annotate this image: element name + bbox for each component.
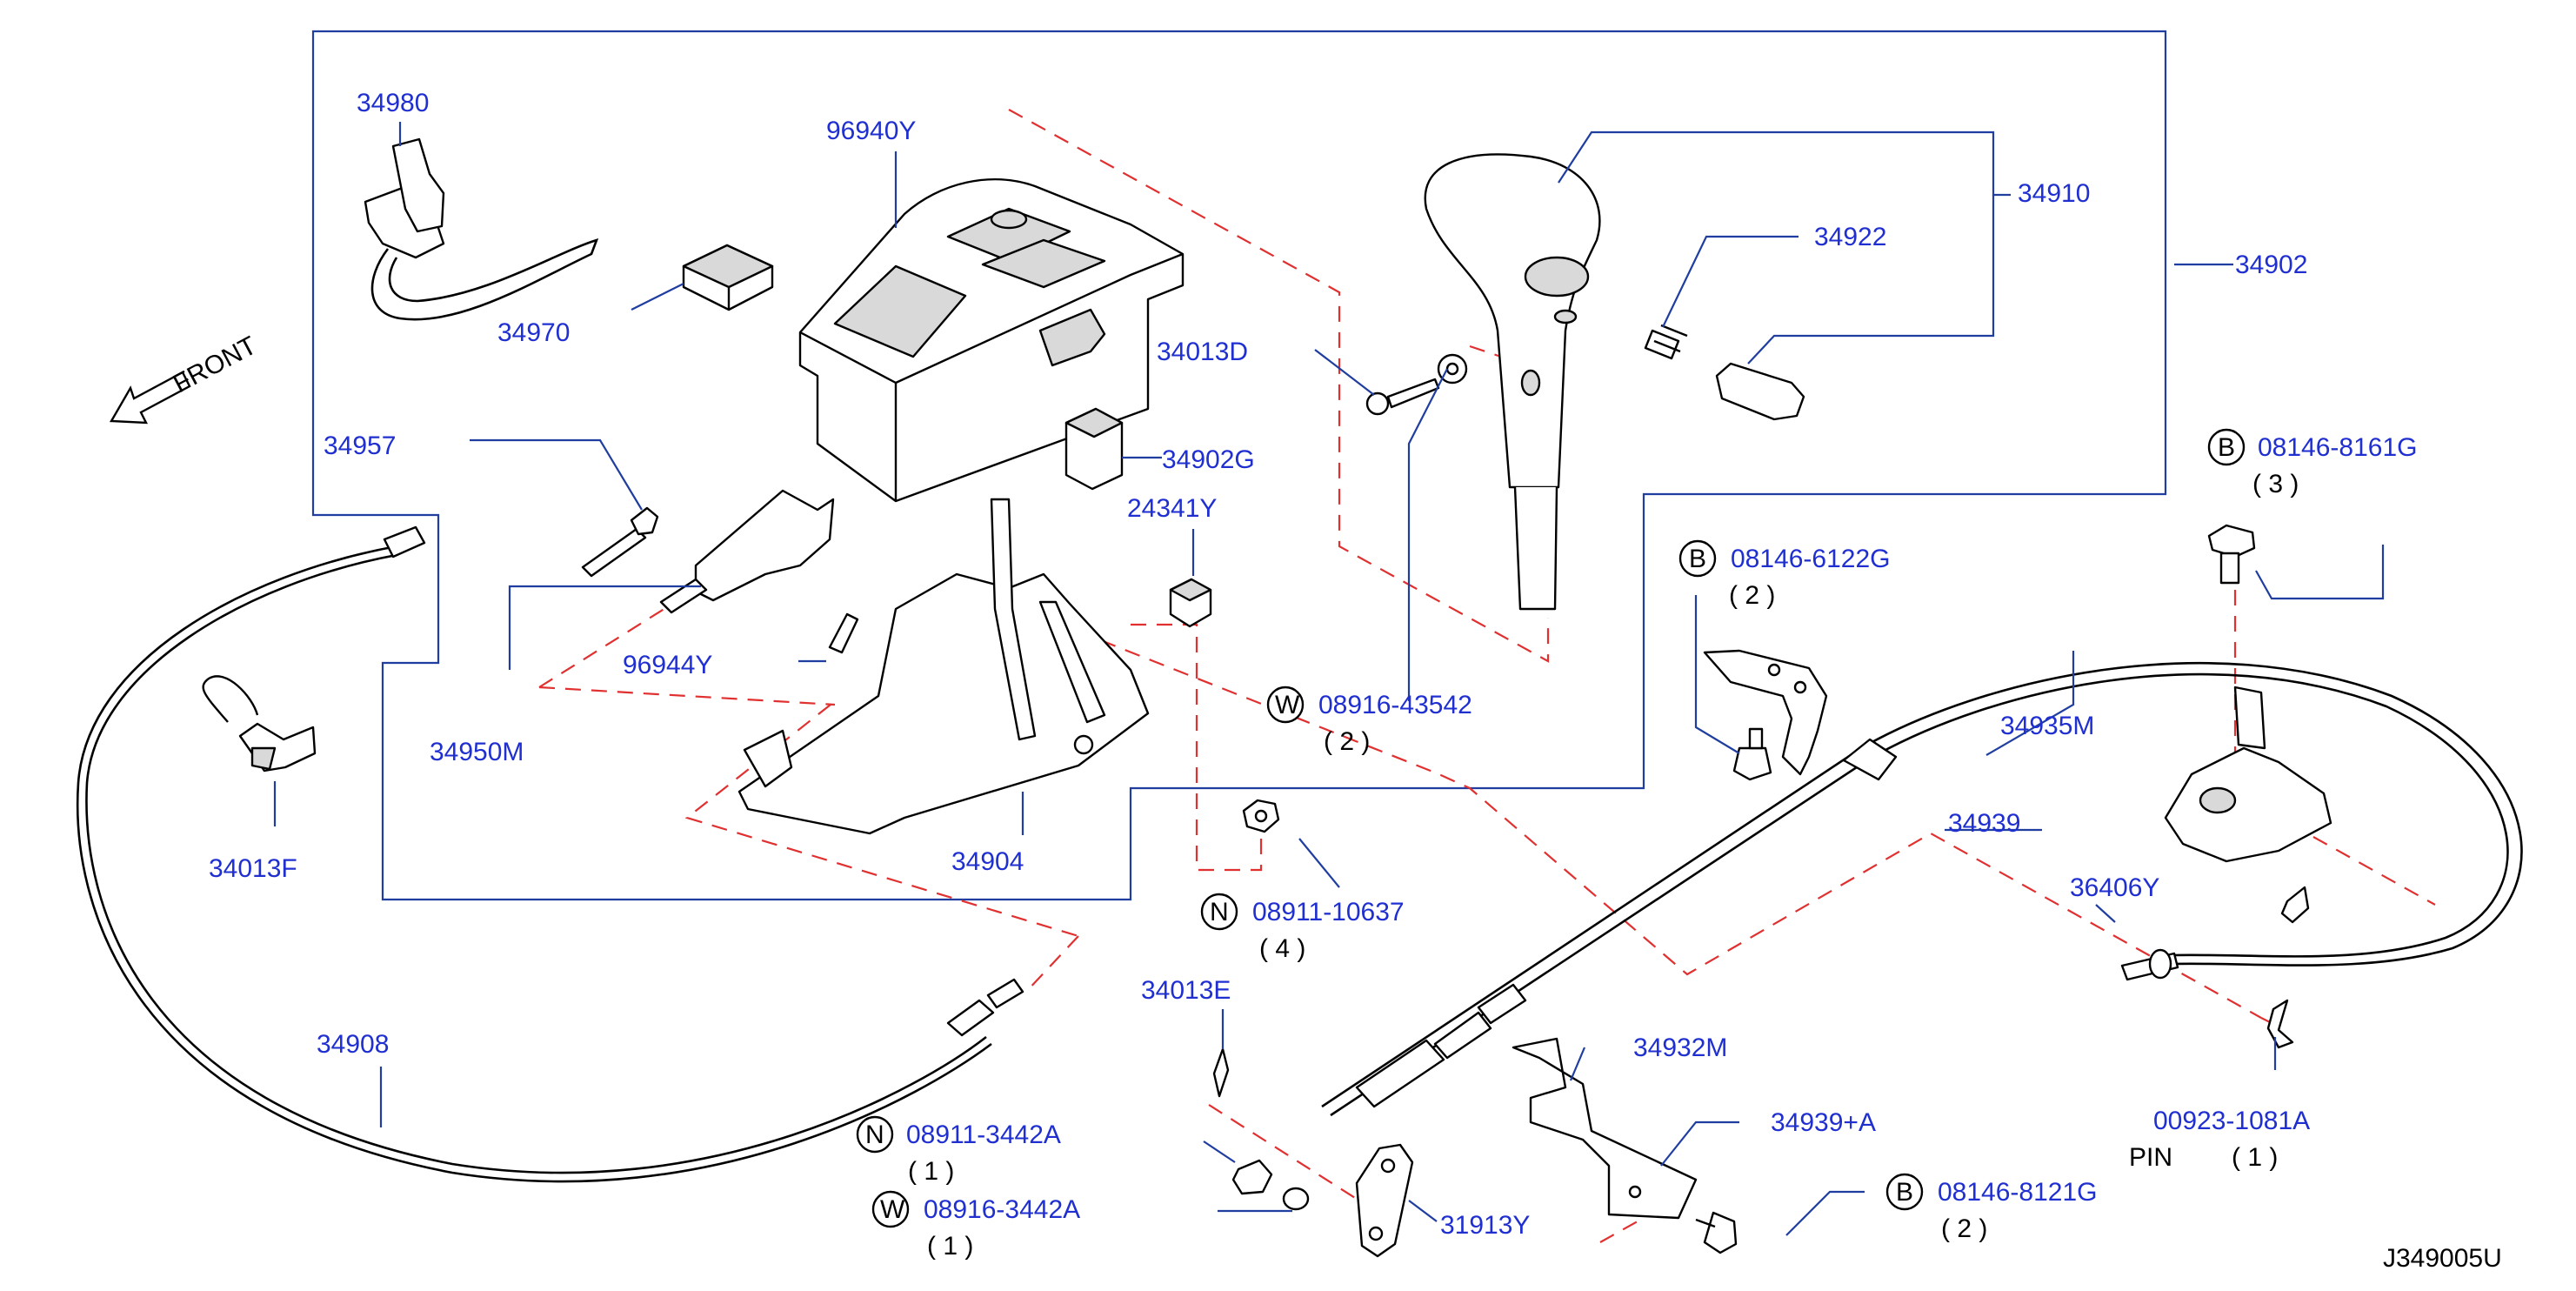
svg-text:PIN: PIN <box>2129 1143 2172 1172</box>
label-34935m: 34935M <box>2000 712 2094 740</box>
screw-34013d <box>1365 378 1440 416</box>
label-34939: 34939 <box>1948 809 2020 838</box>
svg-text:08911-10637: 08911-10637 <box>1252 898 1405 926</box>
switch-34980 <box>364 137 599 321</box>
svg-text:( 1 ): ( 1 ) <box>2232 1143 2278 1172</box>
leader-lines <box>273 122 2385 1236</box>
clamp-34013f <box>202 675 317 773</box>
svg-text:( 2 ): ( 2 ) <box>1324 727 1370 756</box>
label-34910: 34910 <box>2018 179 2090 208</box>
front-label: FRONT <box>169 331 262 399</box>
bracket-34932m <box>1512 1037 1698 1220</box>
indicator-cover-96940y <box>798 177 1185 503</box>
cable-34935m <box>1321 661 2523 1117</box>
washer-08916-3442a <box>1282 1187 1310 1211</box>
bolt-08146-8161g <box>2207 524 2256 585</box>
pin-34957 <box>581 506 659 578</box>
label-34950m: 34950M <box>430 738 524 766</box>
svg-text:08916-43542: 08916-43542 <box>1318 691 1472 719</box>
nut-08911-3442a <box>1231 1159 1273 1195</box>
svg-text:( 1 ): ( 1 ) <box>908 1157 954 1186</box>
svg-text:08146-8161G: 08146-8161G <box>2258 433 2418 462</box>
label-34902: 34902 <box>2235 251 2307 279</box>
label-34013d: 34013D <box>1157 338 1248 366</box>
nut-08911-10637 <box>1242 799 1280 833</box>
svg-text:( 2 ): ( 2 ) <box>1729 581 1775 610</box>
svg-text:08146-8121G: 08146-8121G <box>1938 1178 2098 1207</box>
pin-label-00923-1081a: 00923-1081A PIN ( 1 ) <box>2129 1107 2310 1172</box>
label-34902g: 34902G <box>1162 445 1255 474</box>
bracket-34950m <box>659 489 835 614</box>
svg-text:08146-6122G: 08146-6122G <box>1731 545 1891 573</box>
button-34910 <box>1715 362 1805 421</box>
cable-34908 <box>76 525 1024 1183</box>
lever-31913y <box>1355 1143 1414 1258</box>
drawing-number: J349005U <box>2383 1244 2502 1273</box>
label-34932m: 34932M <box>1633 1033 1727 1062</box>
label-36406y: 36406Y <box>2070 873 2159 902</box>
svg-text:B: B <box>2218 433 2235 462</box>
label-34908: 34908 <box>317 1030 389 1059</box>
fastener-w-3442a: W 08916-3442A ( 1 ) <box>871 1190 1080 1261</box>
clip-34013e <box>1212 1047 1230 1098</box>
clip-96944y <box>828 612 859 654</box>
svg-text:N: N <box>1210 898 1229 926</box>
assembly-boundary <box>311 30 2167 901</box>
svg-text:( 4 ): ( 4 ) <box>1259 934 1305 963</box>
svg-text:W: W <box>1275 691 1300 719</box>
spring-34922 <box>1644 324 1688 360</box>
fastener-n-3442a: N 08911-3442A ( 1 ) <box>856 1115 1061 1186</box>
svg-text:B: B <box>1689 545 1706 573</box>
svg-text:( 1 ): ( 1 ) <box>927 1232 973 1261</box>
label-31913y: 31913Y <box>1440 1211 1530 1240</box>
label-24341y: 24341Y <box>1127 494 1217 523</box>
label-34970: 34970 <box>497 318 570 347</box>
block-34902g <box>1064 407 1124 491</box>
front-arrow-icon <box>109 371 191 425</box>
label-34922: 34922 <box>1814 223 1886 251</box>
label-34957: 34957 <box>324 431 396 460</box>
knob-34910 <box>1424 153 1601 611</box>
svg-text:( 2 ): ( 2 ) <box>1941 1214 1987 1243</box>
svg-text:N: N <box>865 1120 884 1149</box>
washer-08916-43542 <box>1437 353 1468 385</box>
svg-text:W: W <box>880 1195 905 1224</box>
svg-text:08911-3442A: 08911-3442A <box>906 1120 1061 1149</box>
label-34904: 34904 <box>951 847 1024 876</box>
bolt-08146-8121g <box>1695 1211 1738 1254</box>
fastener-b-6122g: B 08146-6122G ( 2 ) <box>1678 539 1891 610</box>
pin-00923-1081a <box>2266 999 2294 1049</box>
label-34013f: 34013F <box>209 854 297 883</box>
shifter-base-34904 <box>737 498 1150 835</box>
svg-text:00923-1081A: 00923-1081A <box>2153 1107 2310 1135</box>
fastener-b-8161g: B 08146-8161G ( 3 ) <box>2207 428 2418 498</box>
bolt-08146-6122g <box>1732 727 1772 781</box>
svg-text:B: B <box>1896 1178 1913 1207</box>
svg-text:08916-3442A: 08916-3442A <box>924 1195 1080 1224</box>
bracket-36406y <box>2164 686 2332 863</box>
fastener-w-43542: W 08916-43542 ( 2 ) <box>1266 686 1472 756</box>
fastener-b-8121g: B 08146-8121G ( 2 ) <box>1885 1173 2098 1243</box>
fastener-n-10637: N 08911-10637 ( 4 ) <box>1200 893 1405 963</box>
cap-34970 <box>682 244 774 311</box>
label-34980: 34980 <box>357 89 429 117</box>
svg-text:( 3 ): ( 3 ) <box>2252 470 2299 498</box>
label-34013e: 34013E <box>1141 976 1231 1005</box>
label-96940y: 96940Y <box>826 117 916 145</box>
bracket-34939 <box>1703 649 1828 776</box>
bulb-24341y <box>1169 578 1212 628</box>
label-34939a: 34939+A <box>1771 1108 1876 1137</box>
clip-36406y <box>2280 886 2310 924</box>
label-96944y: 96944Y <box>623 651 712 679</box>
